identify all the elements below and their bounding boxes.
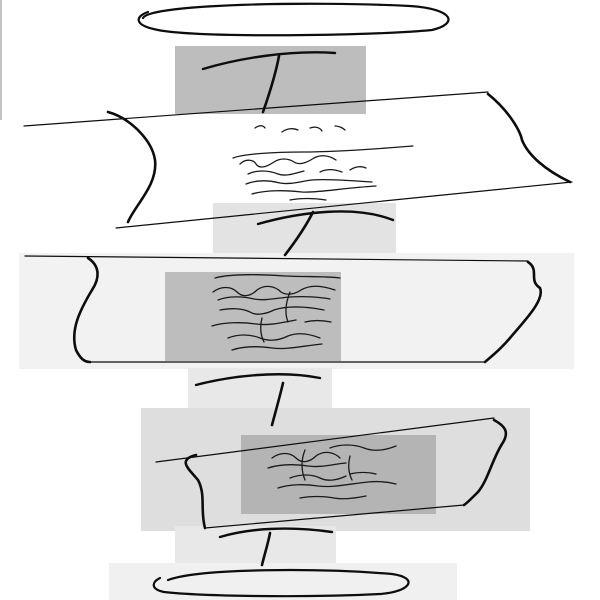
block-1-scribble (232, 125, 414, 201)
data-block-2 (24, 255, 543, 364)
data-block-3 (155, 417, 508, 530)
panel-connector-2 (213, 203, 396, 258)
panel-block-2-text (165, 272, 341, 361)
end-terminal (152, 568, 410, 598)
panel-block-3-text (241, 435, 436, 514)
connector-1 (201, 51, 337, 114)
data-block-1 (23, 91, 573, 229)
block-3-scribble (267, 444, 397, 500)
panel-connector-4 (175, 526, 336, 565)
connector-4 (218, 527, 334, 567)
start-terminal (137, 2, 450, 37)
connector-2 (256, 210, 395, 257)
panel-connector-1 (175, 46, 366, 114)
panel-end (109, 563, 457, 600)
connector-3 (194, 373, 322, 427)
block-2-scribble (211, 274, 341, 351)
